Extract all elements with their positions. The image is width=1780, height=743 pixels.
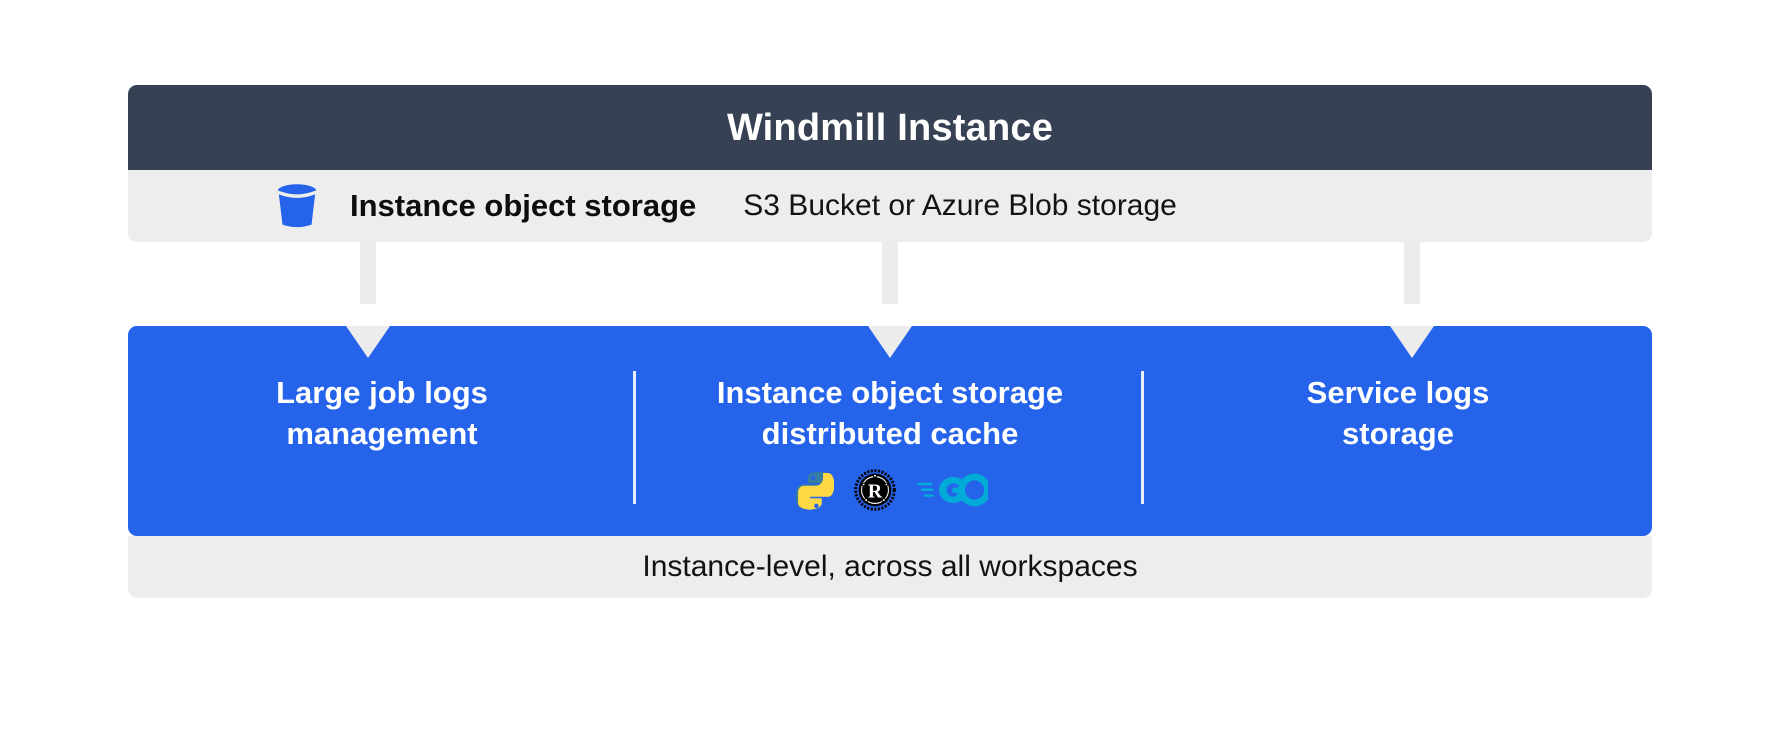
go-icon (916, 473, 988, 507)
connector-arrow-1 (346, 242, 390, 326)
arrow-shaft (360, 242, 376, 304)
python-icon (795, 471, 834, 510)
column-divider (633, 371, 636, 504)
instance-scope-footer: Instance-level, across all workspaces (128, 536, 1652, 598)
svg-text:R: R (868, 480, 883, 502)
arrow-head-3 (1390, 326, 1434, 358)
connector-band (128, 242, 1652, 326)
arrow-head-2 (868, 326, 912, 358)
column-title: Instance object storage distributed cach… (716, 375, 1064, 451)
arrow-head-1 (346, 326, 390, 358)
arrow-shaft (882, 242, 898, 304)
instance-object-storage-row: Instance object storage S3 Bucket or Azu… (128, 170, 1652, 242)
windmill-instance-diagram: Windmill Instance Instance object storag… (128, 85, 1652, 598)
bucket-icon (278, 184, 316, 228)
language-icons: R (636, 467, 1144, 513)
column-title: Service logs storage (1306, 375, 1490, 451)
storage-subtitle: S3 Bucket or Azure Blob storage (743, 189, 1177, 222)
column-title: Large job logs management (276, 375, 488, 451)
panel-column-large-job-logs-management: Large job logs management (128, 326, 636, 504)
features-panel: Large job logs management Instance objec… (128, 326, 1652, 536)
panel-column-instance-object-storage-distributed-cache: Instance object storage distributed cach… (636, 326, 1144, 513)
rust-icon: R (854, 469, 896, 511)
panel-column-service-logs-storage: Service logs storage (1144, 326, 1652, 455)
column-divider (1141, 371, 1144, 504)
instance-header-bar: Windmill Instance (128, 85, 1652, 170)
storage-title: Instance object storage (350, 188, 697, 223)
connector-arrow-2 (868, 242, 912, 326)
connector-arrow-3 (1390, 242, 1434, 326)
arrow-shaft (1404, 242, 1420, 304)
page-title: Windmill Instance (726, 106, 1054, 149)
footer-label: Instance-level, across all workspaces (642, 550, 1138, 583)
